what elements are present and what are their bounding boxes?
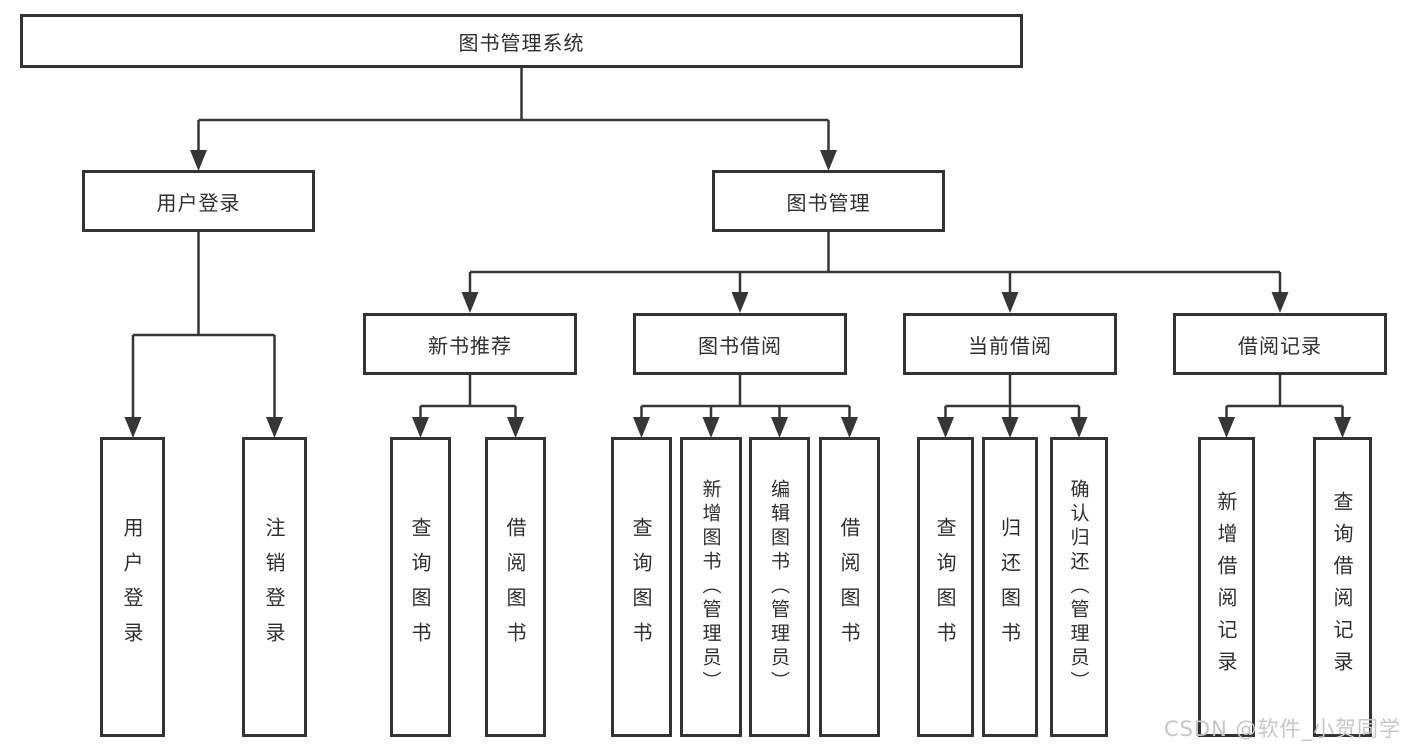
connector-user-login-to-leaves xyxy=(124,232,283,438)
leaf-query-books-current: 查询图书 xyxy=(917,437,974,737)
connector-current-borrow-to-leaves xyxy=(937,375,1088,438)
leaf-add-borrow-record: 新增借阅记录 xyxy=(1198,437,1255,737)
leaf-query-books-borrow: 查询图书 xyxy=(611,437,672,737)
node-book-borrow: 图书借阅 xyxy=(633,313,847,375)
connector-line xyxy=(197,68,830,151)
leaf-logout: 注销登录 xyxy=(242,437,307,737)
node-borrow-records: 借阅记录 xyxy=(1173,313,1387,375)
connector-new-book-to-leaves xyxy=(412,375,524,438)
connector-book-management-to-level3 xyxy=(461,232,1289,313)
arrowhead xyxy=(937,417,954,438)
arrowhead xyxy=(1001,292,1019,313)
leaf-label: 确认归还（管理员） xyxy=(1067,479,1090,695)
arrowhead xyxy=(412,417,429,438)
connector-line xyxy=(640,375,851,418)
arrowhead xyxy=(841,417,858,438)
leaf-borrow-books: 借阅图书 xyxy=(819,437,880,737)
leaf-label: 新增借阅记录 xyxy=(1214,491,1238,683)
arrowhead xyxy=(820,150,837,171)
connector-line xyxy=(131,232,276,418)
connector-borrow-records-to-leaves xyxy=(1218,375,1351,438)
leaf-edit-books-admin: 编辑图书（管理员） xyxy=(749,437,810,737)
leaf-label: 注销登录 xyxy=(262,517,286,657)
connector-line xyxy=(419,375,517,418)
connector-book-borrow-to-leaves xyxy=(633,375,858,438)
leaf-label: 查询图书 xyxy=(629,517,653,657)
arrowhead xyxy=(1334,417,1351,438)
leaf-label: 用户登录 xyxy=(120,517,144,657)
leaf-confirm-return-admin: 确认归还（管理员） xyxy=(1050,437,1108,737)
leaf-label: 查询借阅记录 xyxy=(1330,491,1354,683)
connector-line xyxy=(1225,375,1344,418)
node-new-book-recommend: 新书推荐 xyxy=(363,313,577,375)
node-root: 图书管理系统 xyxy=(20,14,1023,68)
leaf-query-borrow-record: 查询借阅记录 xyxy=(1313,437,1372,737)
arrowhead xyxy=(507,417,524,438)
node-book-management: 图书管理 xyxy=(712,170,945,232)
arrowhead xyxy=(461,292,479,313)
arrowhead xyxy=(1271,292,1289,313)
leaf-label: 归还图书 xyxy=(997,517,1022,657)
connector-line xyxy=(468,232,1282,293)
arrowhead xyxy=(266,417,283,438)
leaf-add-books-admin: 新增图书（管理员） xyxy=(680,437,742,737)
leaf-return-books: 归还图书 xyxy=(982,437,1038,737)
arrowhead xyxy=(190,150,207,171)
arrowhead xyxy=(1070,417,1088,438)
leaf-query-books-recommend: 查询图书 xyxy=(390,437,451,737)
leaf-user-login: 用户登录 xyxy=(100,437,165,737)
connector-line xyxy=(944,375,1081,418)
arrowhead xyxy=(702,417,720,438)
arrowhead xyxy=(633,417,650,438)
leaf-label: 借阅图书 xyxy=(837,517,861,657)
node-current-borrow: 当前借阅 xyxy=(903,313,1117,375)
arrowhead xyxy=(124,417,142,438)
arrowhead xyxy=(1218,417,1235,438)
arrowhead xyxy=(1001,417,1019,438)
leaf-label: 编辑图书（管理员） xyxy=(768,479,790,695)
leaf-label: 查询图书 xyxy=(933,517,957,657)
leaf-label: 借阅图书 xyxy=(503,517,527,657)
leaf-label: 查询图书 xyxy=(408,517,432,657)
leaf-label: 新增图书（管理员） xyxy=(699,479,722,695)
connector-root-to-level2 xyxy=(190,68,837,171)
arrowhead xyxy=(731,292,749,313)
leaf-borrow-books-recommend: 借阅图书 xyxy=(485,437,546,737)
arrowhead xyxy=(771,417,788,438)
node-user-login: 用户登录 xyxy=(82,170,315,232)
